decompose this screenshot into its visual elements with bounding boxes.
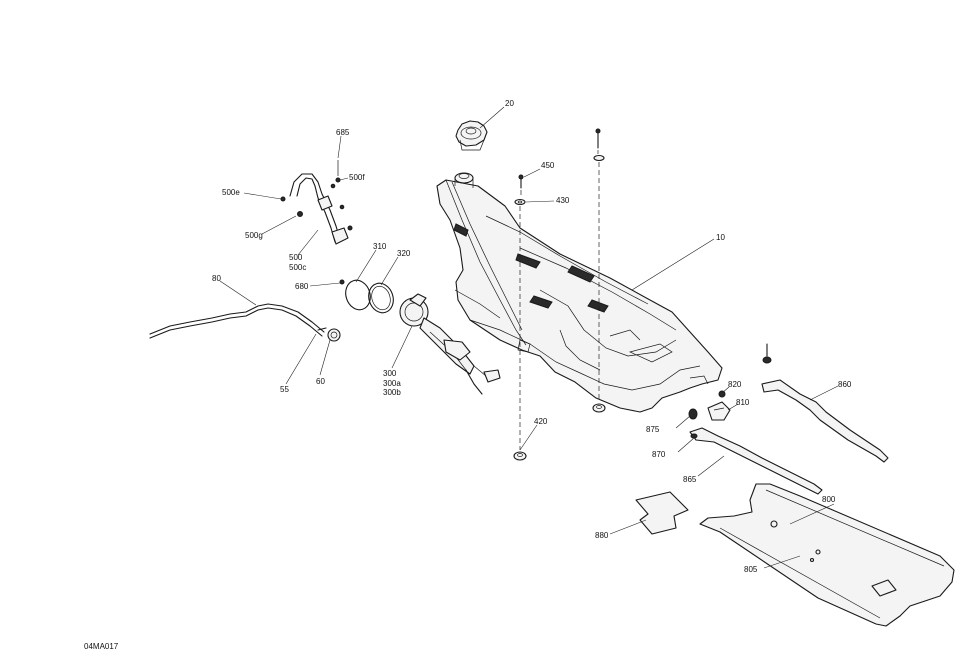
axis-line-right: [597, 150, 600, 402]
callout-300: 300: [383, 369, 397, 378]
nut-875[interactable]: [688, 408, 698, 420]
figure-id: 04MA017: [84, 642, 119, 651]
callout-500g: 500g: [245, 231, 263, 240]
vent-hose-assembly[interactable]: [280, 160, 353, 245]
callout-500f: 500f: [349, 173, 365, 182]
screw-450[interactable]: [518, 174, 524, 189]
callout-320: 320: [397, 249, 411, 258]
callout-880: 880: [595, 531, 609, 540]
callout-875: 875: [646, 425, 660, 434]
callout-500e: 500e: [222, 188, 240, 197]
callout-labels: 20 685 450 430 500f 500e 500g 500 500c 1…: [212, 99, 852, 574]
callout-870: 870: [652, 450, 666, 459]
callout-865: 865: [683, 475, 697, 484]
callout-430: 430: [556, 196, 570, 205]
fuel-pump-module[interactable]: [399, 293, 501, 395]
callout-820: 820: [728, 380, 742, 389]
bolt-top-right[interactable]: [595, 128, 601, 149]
axis-line-left: [519, 190, 522, 450]
callout-680: 680: [295, 282, 309, 291]
clamp-60[interactable]: [317, 327, 327, 331]
callout-450: 450: [541, 161, 555, 170]
callout-20: 20: [505, 99, 514, 108]
callout-60: 60: [316, 377, 325, 386]
callout-810: 810: [736, 398, 750, 407]
callout-500: 500: [289, 253, 303, 262]
protection-plate[interactable]: [699, 483, 955, 627]
pad-880[interactable]: [635, 491, 689, 535]
fuel-tank[interactable]: [436, 172, 723, 413]
callout-800: 800: [822, 495, 836, 504]
callout-420: 420: [534, 417, 548, 426]
support-strap-865[interactable]: [689, 427, 823, 495]
washer-430[interactable]: [514, 198, 526, 206]
callout-685: 685: [336, 128, 350, 137]
o-ring-320[interactable]: [365, 280, 397, 316]
callout-500c: 500c: [289, 263, 306, 272]
callout-805: 805: [744, 565, 758, 574]
callout-860: 860: [838, 380, 852, 389]
grommet-bottom-right[interactable]: [592, 403, 606, 413]
fuel-line[interactable]: [149, 303, 325, 339]
callout-80: 80: [212, 274, 221, 283]
o-ring-310[interactable]: [342, 277, 374, 313]
callout-310: 310: [373, 242, 387, 251]
leader-lines: [219, 106, 839, 569]
clip-820[interactable]: [718, 390, 726, 398]
callout-300b: 300b: [383, 388, 401, 397]
callout-10: 10: [716, 233, 725, 242]
retainer-810[interactable]: [707, 401, 731, 421]
screw-680[interactable]: [339, 279, 345, 285]
support-strap-860[interactable]: [761, 343, 889, 463]
callout-55: 55: [280, 385, 289, 394]
grommet-420[interactable]: [513, 451, 527, 461]
filler-cap[interactable]: [455, 120, 488, 151]
washer-top-right[interactable]: [593, 154, 605, 162]
quick-connect-fitting[interactable]: [327, 328, 341, 342]
callout-300a: 300a: [383, 379, 401, 388]
